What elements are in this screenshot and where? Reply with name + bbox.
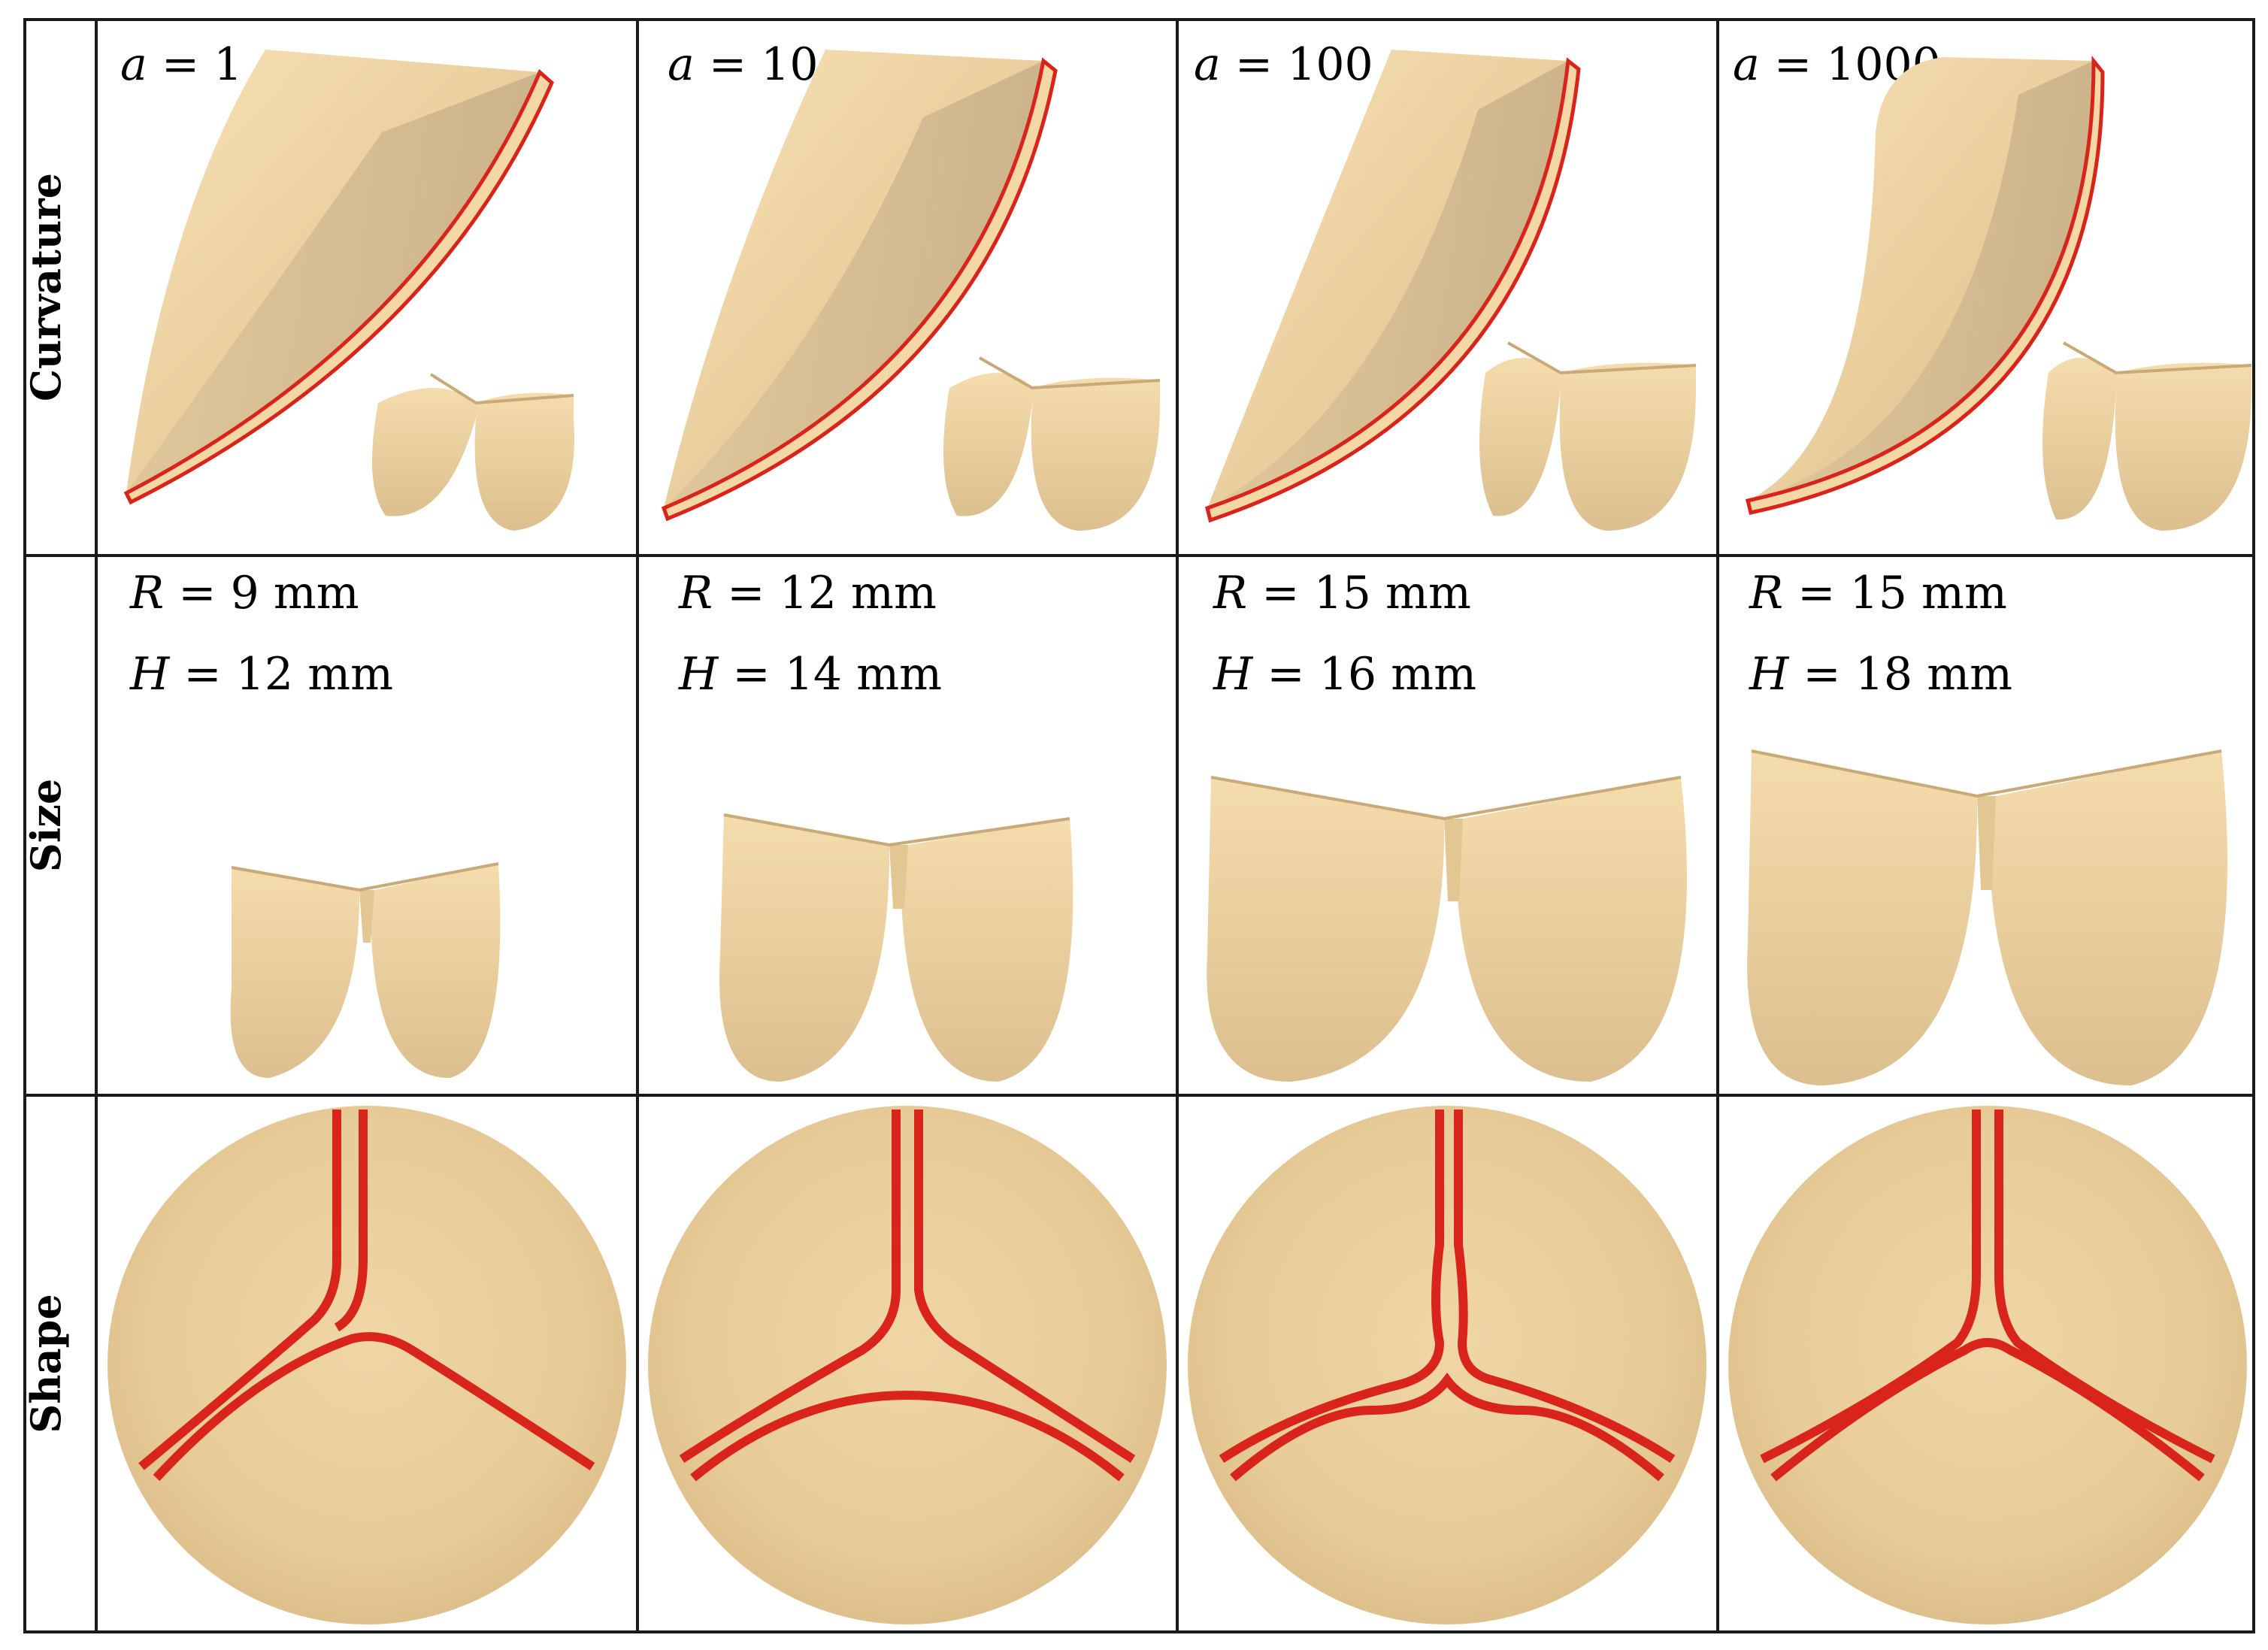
height-label: H = 14 mm bbox=[678, 648, 942, 701]
table-grid bbox=[23, 18, 2255, 1633]
leaflet-cross-section bbox=[123, 50, 555, 505]
curvature-parameter-label: a = 100 bbox=[1194, 38, 1373, 91]
valve-thumbnail bbox=[2042, 341, 2252, 531]
valve-model bbox=[719, 813, 1073, 1082]
size-cell: R = 12 mm H = 14 mm bbox=[678, 567, 1073, 1082]
row-label-shape: Shape bbox=[22, 1294, 70, 1433]
height-label: H = 18 mm bbox=[1749, 648, 2012, 701]
size-cell: R = 9 mm H = 12 mm bbox=[129, 567, 501, 1078]
curvature-cell: a = 1000 bbox=[1733, 38, 2252, 531]
curvature-cell: a = 10 bbox=[661, 38, 1161, 531]
shape-row bbox=[107, 1106, 2247, 1624]
radius-label: R = 12 mm bbox=[678, 567, 937, 619]
row-label-size: Size bbox=[22, 779, 70, 873]
leaflet-cross-section bbox=[1205, 50, 1581, 523]
height-label: H = 12 mm bbox=[129, 648, 393, 701]
valve-top-view bbox=[107, 1106, 626, 1624]
size-row: R = 9 mm H = 12 mm R = 12 mm H = 14 mm R… bbox=[129, 567, 2227, 1085]
shape-cell bbox=[1188, 1106, 1706, 1624]
valve-thumbnail bbox=[372, 373, 574, 531]
coaptation-lines bbox=[679, 1110, 1136, 1482]
curvature-row: a = 1 a = 10 bbox=[120, 38, 2252, 531]
valve-top-view bbox=[1188, 1106, 1706, 1624]
shape-cell bbox=[648, 1106, 1167, 1624]
valve-model bbox=[1207, 776, 1687, 1082]
curvature-parameter-label: a = 10 bbox=[668, 38, 819, 91]
shape-cell bbox=[1728, 1106, 2247, 1624]
curvature-cell: a = 1 bbox=[120, 38, 574, 531]
radius-label: R = 9 mm bbox=[129, 567, 359, 619]
coaptation-lines bbox=[1760, 1110, 2215, 1482]
curvature-parameter-label: a = 1 bbox=[120, 38, 242, 91]
coaptation-lines bbox=[138, 1110, 595, 1482]
valve-model bbox=[230, 862, 501, 1078]
radius-label: R = 15 mm bbox=[1213, 567, 1471, 619]
valve-thumbnail bbox=[1479, 341, 1697, 531]
leaflet-cross-section bbox=[661, 50, 1058, 522]
valve-thumbnail bbox=[943, 356, 1161, 531]
valve-top-view bbox=[1728, 1106, 2247, 1624]
valve-top-view bbox=[648, 1106, 1167, 1624]
height-label: H = 16 mm bbox=[1213, 648, 1476, 701]
row-label-curvature: Curvature bbox=[22, 173, 70, 401]
curvature-cell: a = 100 bbox=[1194, 38, 1697, 531]
radius-label: R = 15 mm bbox=[1749, 567, 2007, 619]
leaflet-cross-section bbox=[1745, 55, 2105, 515]
row-labels: Curvature Size Shape bbox=[22, 173, 70, 1434]
shape-cell bbox=[107, 1106, 626, 1624]
valve-model bbox=[1747, 749, 2227, 1085]
size-cell: R = 15 mm H = 16 mm bbox=[1207, 567, 1687, 1082]
size-cell: R = 15 mm H = 18 mm bbox=[1747, 567, 2227, 1085]
coaptation-lines bbox=[1219, 1110, 1676, 1482]
